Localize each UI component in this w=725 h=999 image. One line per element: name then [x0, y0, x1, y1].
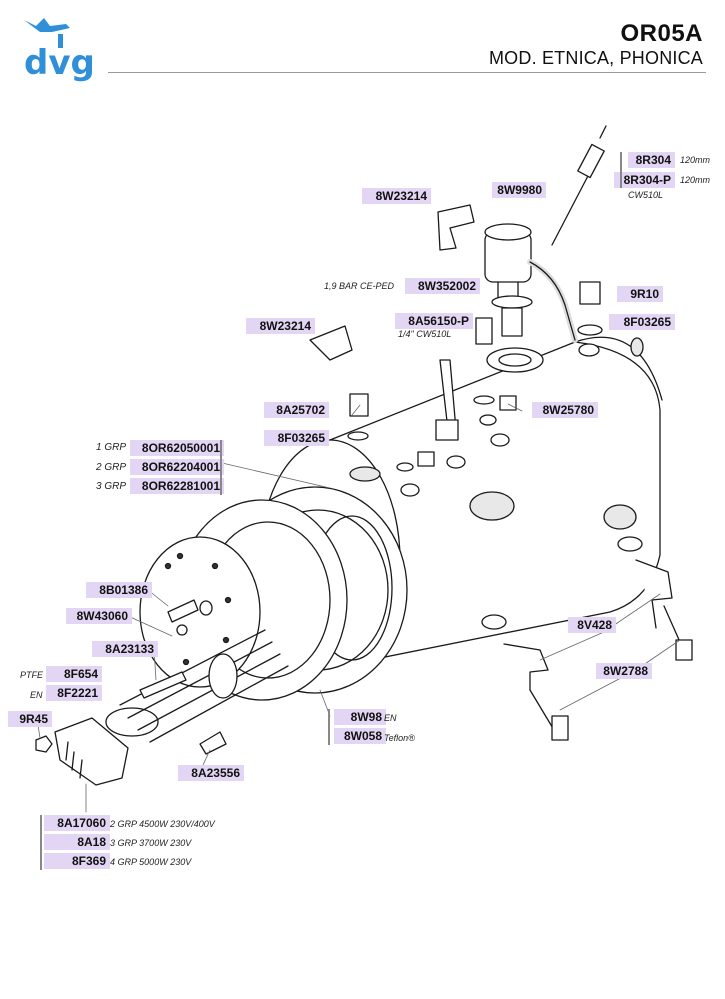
part-label-8W23214-left: 8W23214: [246, 318, 315, 334]
note-1grp: 1 GRP: [96, 442, 127, 453]
part-label-8B01386: 8B01386: [86, 582, 152, 598]
part-label-8W98: 8W98: [334, 709, 386, 725]
part-label-8F03265-top: 8F03265: [609, 314, 675, 330]
label-bracket-element: [40, 815, 42, 870]
part-label-8R304: 8R304: [628, 152, 675, 168]
part-label-8W058: 8W058: [334, 728, 386, 744]
note-en-b: EN: [384, 713, 397, 723]
note-teflon: Teflon®: [384, 733, 415, 743]
part-label-8F654: 8F654: [46, 666, 102, 682]
part-label-8W23214-top: 8W23214: [362, 188, 431, 204]
note-grp4-power: 4 GRP 5000W 230V: [110, 857, 192, 867]
page-header: dvg OR05A MOD. ETNICA, PHONICA: [0, 0, 725, 83]
note-en-a: EN: [30, 690, 43, 700]
part-label-8R304-P: 8R304-P: [614, 172, 675, 188]
part-label-8F369: 8F369: [44, 853, 110, 869]
heating-element: [54, 629, 289, 786]
part-label-8A23556: 8A23556: [178, 765, 244, 781]
note-cw510l: CW510L: [628, 190, 664, 200]
note-bar-pressure: 1,9 BAR CE-PED: [324, 281, 395, 291]
header-divider: [108, 72, 706, 73]
document-code: OR05A: [620, 20, 703, 47]
part-label-8A25702: 8A25702: [264, 402, 329, 418]
part-label-8W25780: 8W25780: [532, 402, 598, 418]
part-label-9R45: 9R45: [8, 711, 52, 727]
label-bracket-gasket: [328, 709, 330, 745]
part-label-8F2221: 8F2221: [46, 685, 102, 701]
logo-text: dvg: [24, 43, 95, 83]
part-label-8A56150-P: 8A56150-P: [395, 313, 473, 329]
part-label-8V428: 8V428: [568, 617, 616, 633]
part-label-8OR62050001: 8OR62050001: [130, 440, 224, 456]
note-grp3-power: 3 GRP 3700W 230V: [110, 838, 192, 848]
valve-group: [481, 536, 693, 741]
document-model: MOD. ETNICA, PHONICA: [488, 48, 703, 68]
part-label-8W2788: 8W2788: [596, 663, 652, 679]
note-120mm-a: 120mm: [680, 155, 711, 165]
part-label-8A17060: 8A17060: [44, 815, 110, 831]
note-3grp: 3 GRP: [96, 481, 127, 492]
label-bracket-8R304: [620, 152, 622, 188]
note-grp2-power: 2 GRP 4500W 230V/400V: [110, 819, 215, 829]
cover-plate: [139, 536, 261, 688]
note-quarter-cw510l: 1/4" CW510L: [398, 329, 452, 339]
level-probe: [551, 125, 607, 246]
part-label-8OR62281001: 8OR62281001: [130, 478, 224, 494]
part-label-8W43060: 8W43060: [66, 608, 132, 624]
top-fittings: [347, 281, 603, 497]
dvg-logo: dvg: [24, 18, 95, 83]
note-ptfe: PTFE: [20, 670, 44, 680]
part-label-8A18: 8A18: [44, 834, 110, 850]
part-label-8A23133: 8A23133: [92, 641, 158, 657]
note-120mm-b: 120mm: [680, 175, 711, 185]
part-label-8F03265-left: 8F03265: [264, 430, 329, 446]
part-label-8W352002: 8W352002: [405, 278, 480, 294]
note-2grp: 2 GRP: [96, 462, 127, 473]
label-bracket-boiler: [220, 440, 222, 495]
elbow-fittings: [309, 204, 475, 361]
part-label-9R10: 9R10: [617, 286, 663, 302]
pressure-switch-assembly: [484, 223, 578, 373]
part-label-8W9980: 8W9980: [492, 182, 546, 198]
fasteners: [35, 599, 227, 755]
part-label-8OR62204001: 8OR62204001: [130, 459, 224, 475]
